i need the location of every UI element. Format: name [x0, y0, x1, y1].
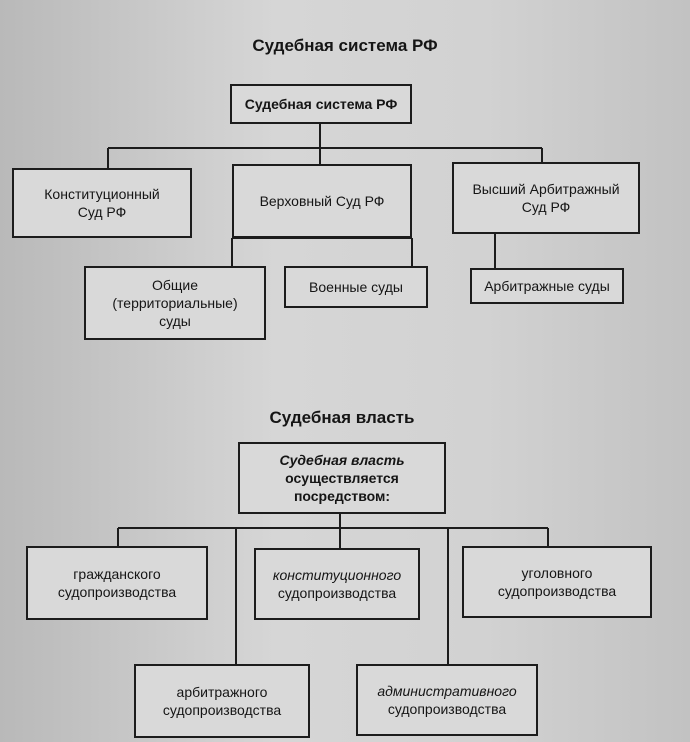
supreme-court-box: Верховный Суд РФ: [232, 164, 412, 238]
general-courts-line-3: суды: [159, 313, 191, 329]
supreme-arbitration-court-line-1: Высший Арбитражный: [472, 181, 620, 197]
constitutional-proceedings-line-1: конституционного: [272, 567, 402, 583]
arbitration-courts-box: Арбитражные суды: [470, 268, 624, 304]
civil-proceedings-line-2: судопроизводства: [57, 584, 177, 600]
administrative-proceedings-line-2: судопроизводства: [387, 701, 507, 717]
constitutional-court-box: Конституционный Суд РФ: [12, 168, 192, 238]
administrative-proceedings-box: административного судопроизводства: [356, 664, 538, 736]
criminal-proceedings-box: уголовного судопроизводства: [462, 546, 652, 618]
arbitration-courts-line-1: Арбитражные суды: [484, 278, 610, 294]
civil-proceedings-box: гражданского судопроизводства: [26, 546, 208, 620]
arbitration-proceedings-box: арбитражного судопроизводства: [134, 664, 310, 738]
supreme-arbitration-court-line-2: Суд РФ: [521, 199, 571, 215]
general-courts-line-2: (территориальные): [112, 295, 238, 311]
supreme-arbitration-court-box: Высший Арбитражный Суд РФ: [452, 162, 640, 234]
arbitration-proceedings-line-1: арбитражного: [176, 684, 268, 700]
constitutional-court-line-2: Суд РФ: [77, 204, 127, 220]
courts-title: Судебная система РФ: [252, 36, 438, 55]
criminal-proceedings-line-2: судопроизводства: [497, 583, 617, 599]
supreme-court-line-1: Верховный Суд РФ: [259, 193, 385, 209]
general-courts-box: Общие (территориальные) суды: [84, 266, 266, 340]
general-courts-line-1: Общие: [151, 277, 199, 293]
power-root-line-3: посредством:: [293, 488, 391, 504]
constitutional-proceedings-box: конституционного судопроизводства: [254, 548, 420, 620]
arbitration-proceedings-line-2: судопроизводства: [162, 702, 282, 718]
power-root-line-1: Судебная власть: [279, 452, 405, 468]
criminal-proceedings-line-1: уголовного: [521, 565, 593, 581]
military-courts-line-1: Военные суды: [309, 279, 403, 295]
civil-proceedings-line-1: гражданского: [73, 566, 161, 582]
power-root-box: Судебная власть осуществляется посредств…: [238, 442, 446, 514]
military-courts-box: Военные суды: [284, 266, 428, 308]
administrative-proceedings-line-1: административного: [377, 683, 517, 699]
constitutional-proceedings-line-2: судопроизводства: [277, 585, 397, 601]
constitutional-court-line-1: Конституционный: [44, 186, 160, 202]
courts-root-line-1: Судебная система РФ: [244, 96, 398, 112]
courts-root-box: Судебная система РФ: [230, 84, 412, 124]
power-title: Судебная власть: [269, 408, 415, 427]
power-root-line-2: осуществляется: [285, 470, 399, 486]
